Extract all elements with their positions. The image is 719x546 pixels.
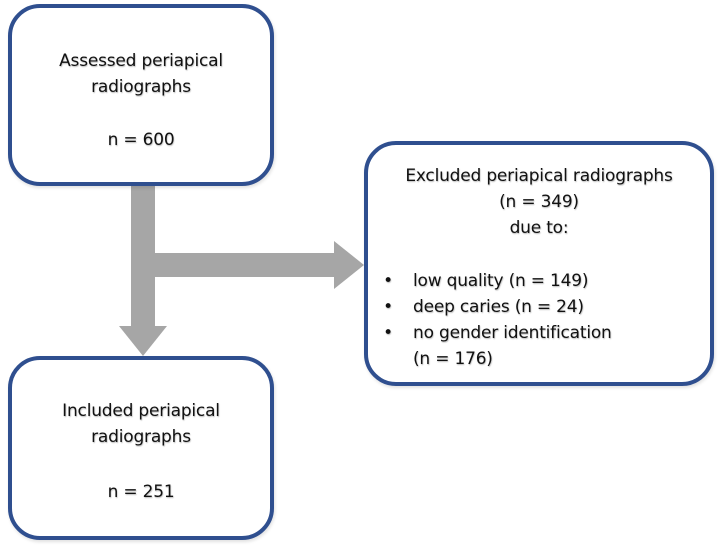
included-title-line2: radiographs: [91, 427, 191, 447]
assessed-title: Assessed periapical radiographs: [12, 48, 270, 100]
down-arrowhead: [119, 326, 167, 356]
exclusion-reasons-list: • low quality (n = 149) • deep caries (n…: [383, 268, 612, 372]
reason-deep-caries: deep caries (n = 24): [413, 297, 584, 317]
included-title-line1: Included periapical: [62, 401, 220, 421]
included-title: Included periapical radiographs: [12, 398, 270, 450]
list-item: • low quality (n = 149): [383, 268, 612, 294]
assessed-title-line1: Assessed periapical: [59, 51, 223, 71]
down-arrow-shaft: [131, 186, 155, 328]
bullet-icon: •: [383, 271, 393, 291]
reason-no-gender-id: no gender identification: [413, 323, 612, 343]
excluded-box: Excluded periapical radiographs (n = 349…: [364, 141, 714, 386]
excluded-due-to: due to:: [509, 218, 569, 238]
right-arrow-shaft: [155, 253, 336, 277]
reason-no-gender-id-count: (n = 176): [413, 349, 493, 369]
included-box: Included periapical radiographs n = 251: [8, 356, 274, 540]
reason-low-quality: low quality (n = 149): [413, 271, 589, 291]
bullet-icon: •: [383, 323, 393, 343]
excluded-title: Excluded periapical radiographs: [405, 166, 673, 186]
list-item: • no gender identification (n = 176): [383, 320, 612, 372]
included-count: n = 251: [107, 482, 175, 502]
assessed-count: n = 600: [107, 130, 175, 150]
right-arrowhead: [334, 241, 364, 289]
list-item: • deep caries (n = 24): [383, 294, 612, 320]
assessed-title-line2: radiographs: [91, 77, 191, 97]
excluded-header: Excluded periapical radiographs (n = 349…: [368, 163, 710, 241]
bullet-icon: •: [383, 297, 393, 317]
assessed-box: Assessed periapical radiographs n = 600: [8, 4, 274, 186]
excluded-count: (n = 349): [499, 192, 579, 212]
